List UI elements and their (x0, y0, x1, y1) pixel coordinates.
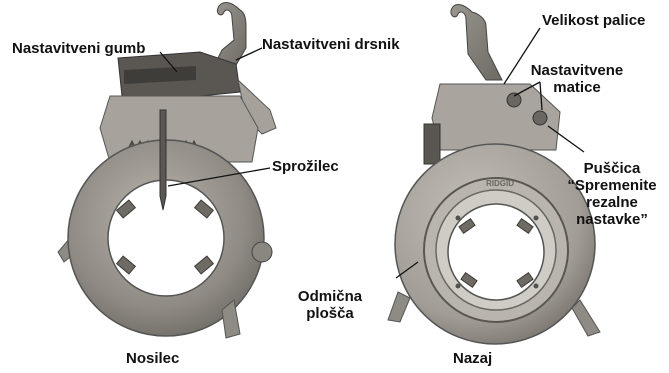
label-puscica-line1: Puščica (556, 160, 668, 177)
label-odmicna-plosca: Odmična plošča (280, 288, 380, 322)
label-puscica-line4: nastavke” (556, 211, 668, 228)
label-nastavitvene-matice-line2: matice (522, 79, 632, 96)
label-nastavitveni-drsnik: Nastavitveni drsnik (262, 36, 400, 53)
label-puscica-line2: “Spremenite (556, 177, 668, 194)
label-nazaj: Nazaj (453, 350, 492, 367)
label-nosilec: Nosilec (126, 350, 179, 367)
label-nastavitvene-matice-line1: Nastavitvene (522, 62, 632, 79)
label-odmicna-line2: plošča (280, 305, 380, 322)
label-sprozilec: Sprožilec (272, 158, 339, 175)
label-puscica: Puščica “Spremenite rezalne nastavke” (556, 160, 668, 228)
label-odmicna-line1: Odmična (280, 288, 380, 305)
label-puscica-line3: rezalne (556, 194, 668, 211)
label-nastavitvene-matice: Nastavitvene matice (522, 62, 632, 96)
brand-mark: RIDGID (486, 179, 514, 188)
label-velikost-palice: Velikost palice (542, 12, 645, 29)
label-nastavitveni-gumb: Nastavitveni gumb (12, 40, 145, 57)
